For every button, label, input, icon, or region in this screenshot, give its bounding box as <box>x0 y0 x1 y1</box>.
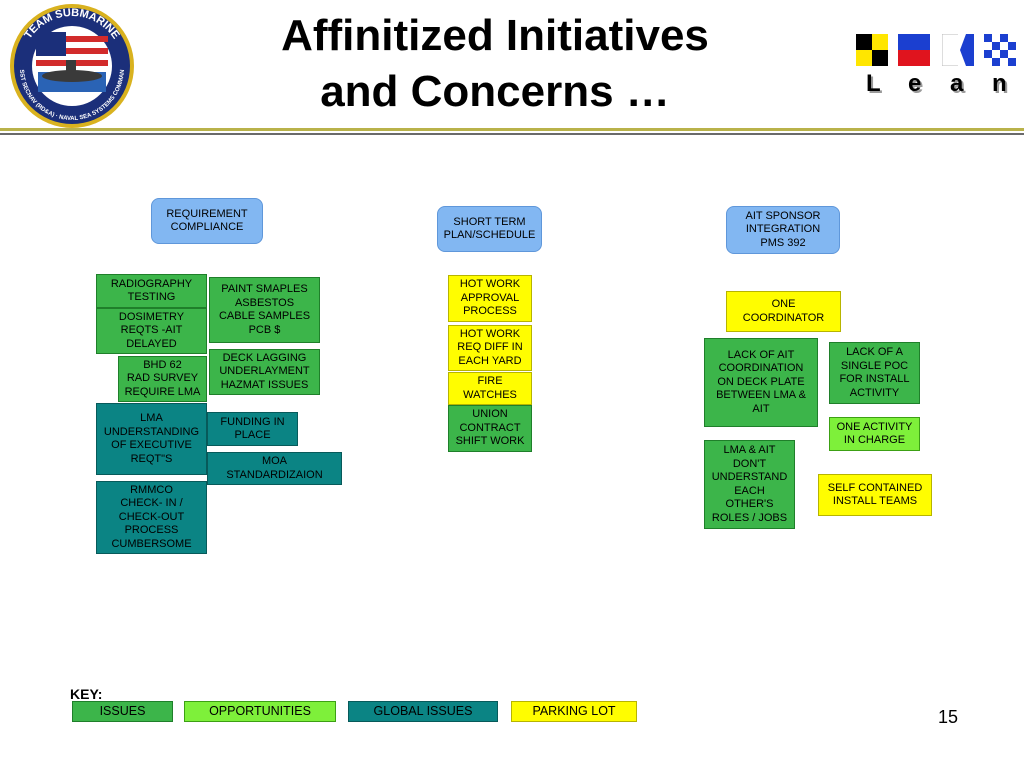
key-label: KEY: <box>70 686 103 702</box>
item-lack-of-ait-coordination: LACK OF AIT COORDINATION ON DECK PLATE B… <box>704 338 818 427</box>
lean-letter-a: a <box>950 70 964 97</box>
item-funding-in-place: FUNDING IN PLACE <box>207 412 298 446</box>
lean-letter-e: e <box>908 70 922 97</box>
item-hot-work-approval: HOT WORK APPROVAL PROCESS <box>448 275 532 322</box>
header-ait-sponsor: AIT SPONSOR INTEGRATION PMS 392 <box>726 206 840 254</box>
item-lma-ait-roles: LMA & AIT DON'T UNDERSTAND EACH OTHER'S … <box>704 440 795 529</box>
title-divider-gold <box>0 128 1024 131</box>
page-number: 15 <box>938 707 959 727</box>
title-line-2: and Concerns … <box>320 67 670 116</box>
item-self-contained-teams: SELF CONTAINED INSTALL TEAMS <box>818 474 932 516</box>
title-line-1: Affinitized Initiatives <box>281 11 709 60</box>
item-one-activity-in-charge: ONE ACTIVITY IN CHARGE <box>829 417 920 451</box>
team-submarine-logo: TEAM SUBMARINE ASST SECNAV (RD&A) · NAVA… <box>4 0 138 130</box>
key-global-issues: GLOBAL ISSUES <box>348 701 498 722</box>
item-dosimetry-reqts: DOSIMETRY REQTS -AIT DELAYED <box>96 308 207 354</box>
key-opportunities: OPPORTUNITIES <box>184 701 336 722</box>
title-divider-gray <box>0 133 1024 135</box>
item-moa-standardization: MOA STANDARDIZAION <box>207 452 342 485</box>
item-one-coordinator: ONE COORDINATOR <box>726 291 841 332</box>
item-lack-of-single-poc: LACK OF A SINGLE POC FOR INSTALL ACTIVIT… <box>829 342 920 404</box>
key-parking-lot: PARKING LOT <box>511 701 637 722</box>
item-rmmco-check-in: RMMCO CHECK- IN / CHECK-OUT PROCESS CUMB… <box>96 481 207 554</box>
key-issues: ISSUES <box>72 701 173 722</box>
slide-title: Affinitized Initiatives and Concerns … <box>180 8 810 120</box>
item-deck-lagging: DECK LAGGING UNDERLAYMENT HAZMAT ISSUES <box>209 349 320 395</box>
item-lma-understanding: LMA UNDERSTANDING OF EXECUTIVE REQT"S <box>96 403 207 475</box>
header-short-term-plan: SHORT TERM PLAN/SCHEDULE <box>437 206 542 252</box>
item-radiography-testing: RADIOGRAPHY TESTING <box>96 274 207 308</box>
lean-letter-l: L <box>866 70 881 97</box>
item-union-contract: UNION CONTRACT SHIFT WORK <box>448 405 532 452</box>
blue-red-flag-icon <box>898 34 930 66</box>
yellow-black-check-flag-icon <box>856 34 888 66</box>
item-paint-samples: PAINT SMAPLES ASBESTOS CABLE SAMPLES PCB… <box>209 277 320 343</box>
lean-logo: L e a n <box>852 0 1024 110</box>
blue-white-k-flag-icon <box>942 34 974 66</box>
item-bhd-62: BHD 62 RAD SURVEY REQUIRE LMA <box>118 356 207 402</box>
lean-letter-n: n <box>992 70 1007 97</box>
item-hot-work-req-diff: HOT WORK REQ DIFF IN EACH YARD <box>448 325 532 371</box>
header-requirement-compliance: REQUIREMENT COMPLIANCE <box>151 198 263 244</box>
blue-white-check-flag-icon <box>984 34 1016 66</box>
item-fire-watches: FIRE WATCHES <box>448 372 532 405</box>
